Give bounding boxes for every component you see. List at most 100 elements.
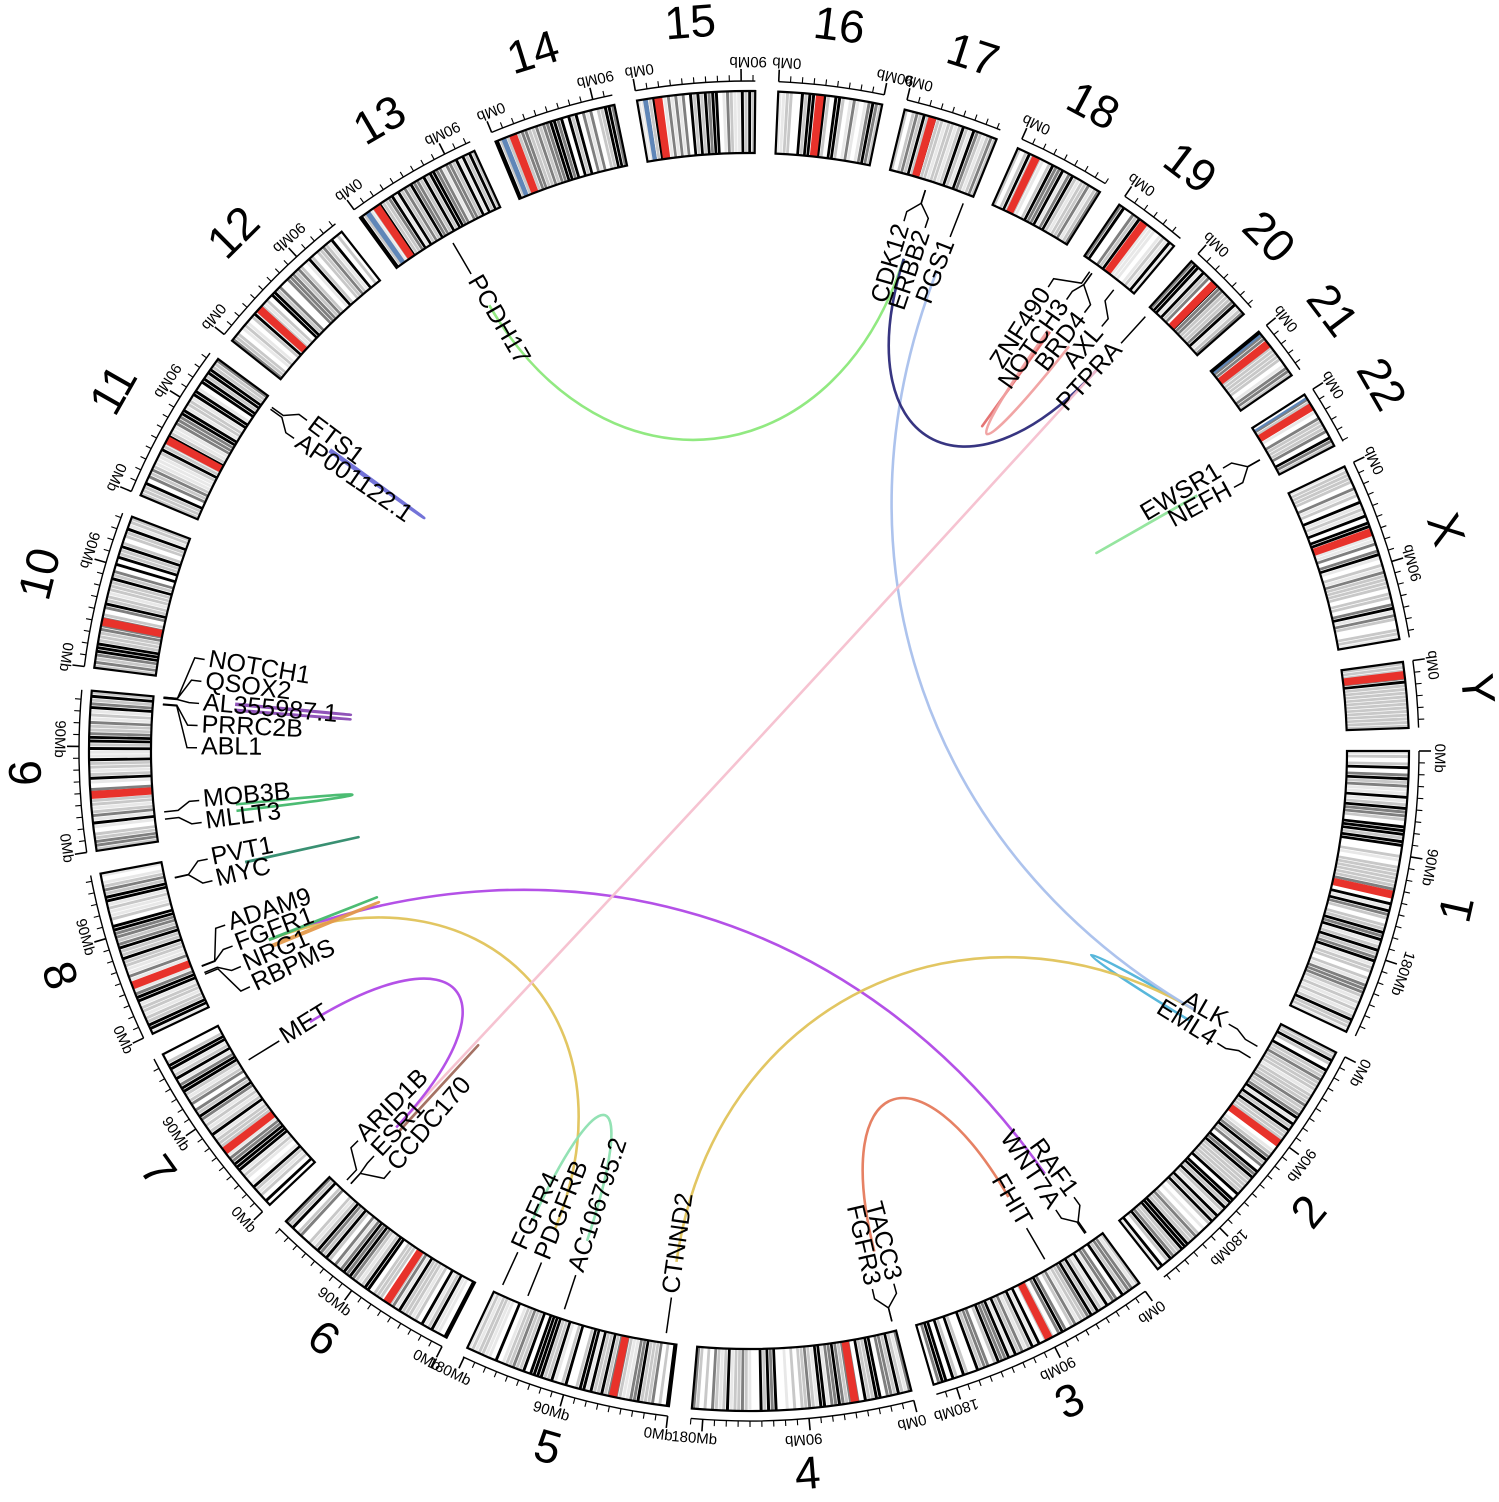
chromosome-band <box>116 921 177 943</box>
chromosome-band <box>998 1293 1028 1351</box>
chromosome-band <box>422 176 456 232</box>
chromosome-14-scale-axis <box>491 94 613 134</box>
chromosome-band <box>154 461 212 492</box>
chromosome-band <box>157 454 215 486</box>
chromosome-band <box>231 1121 282 1163</box>
position-tick <box>996 122 1000 129</box>
position-tick <box>379 184 384 190</box>
position-tick <box>275 1228 281 1234</box>
chromosome-8-outline <box>99 860 211 1036</box>
position-tick <box>579 96 582 103</box>
chromosome-band <box>180 1055 236 1090</box>
chromosome-band <box>1245 1082 1299 1120</box>
position-tick <box>458 1357 465 1369</box>
position-tick <box>1413 833 1420 835</box>
chromosome-label-2: 2 <box>1280 1185 1336 1238</box>
chromosome-band <box>1058 1261 1093 1316</box>
fusion-link <box>984 329 1071 436</box>
chromosome-band <box>768 1348 774 1411</box>
chromosome-band <box>124 944 185 968</box>
chromosome-band <box>1184 1159 1232 1204</box>
chromosome-band <box>640 1340 653 1403</box>
chromosome-band <box>360 215 399 268</box>
position-tick <box>343 1290 353 1301</box>
tick-label: 90Mb <box>729 53 767 70</box>
position-tick <box>1397 582 1404 585</box>
chromosome-band <box>1098 215 1138 268</box>
chromosome-band <box>1191 1151 1239 1196</box>
chromosome-band <box>148 475 206 504</box>
chromosome-band <box>795 1346 804 1409</box>
chromosome-label-17: 17 <box>941 22 1006 87</box>
chromosome-band <box>843 99 857 161</box>
chromosome-band <box>799 93 808 156</box>
chromosome-band <box>703 92 711 155</box>
chromosome-band <box>412 181 447 237</box>
position-tick <box>1394 570 1401 574</box>
chromosome-band <box>387 197 424 251</box>
chromosome-band <box>151 468 209 498</box>
chromosome-band <box>177 1049 233 1084</box>
position-tick <box>890 1405 893 1412</box>
chromosome-band <box>1195 1146 1244 1190</box>
chromosome-band <box>494 1302 522 1362</box>
chromosome-band <box>118 552 179 574</box>
chromosome-band <box>819 1344 830 1407</box>
position-tick <box>1054 1346 1062 1359</box>
position-tick <box>159 1078 165 1083</box>
chromosome-band <box>194 1075 249 1112</box>
chromosome-band <box>1238 372 1292 411</box>
chromosome-band <box>1132 1207 1175 1258</box>
chromosome-band <box>273 291 321 337</box>
position-tick <box>1134 197 1139 204</box>
chromosome-band <box>98 638 160 652</box>
chromosome-band <box>796 93 805 156</box>
chromosome-band <box>1197 1144 1247 1188</box>
position-tick <box>218 1166 225 1172</box>
gene-leader-brd4 <box>1082 272 1093 314</box>
chromosome-band <box>1061 188 1097 243</box>
position-tick <box>522 113 526 120</box>
chromosome-band <box>1330 888 1392 906</box>
position-tick <box>1384 536 1391 540</box>
chromosome-band <box>1342 825 1404 836</box>
chromosome-band <box>91 694 154 703</box>
chromosome-4-scale-axis <box>690 1399 914 1422</box>
chromosome-band <box>89 739 152 744</box>
chromosome-band <box>92 808 155 818</box>
chromosome-band <box>89 767 152 773</box>
chromosome-band <box>162 444 220 477</box>
chromosome-band <box>205 374 258 413</box>
chromosome-band <box>546 1320 569 1381</box>
position-tick <box>777 69 781 82</box>
position-tick <box>843 1414 846 1421</box>
chromosome-band <box>1167 1176 1214 1223</box>
position-tick <box>831 1415 834 1422</box>
chromosome-band <box>1087 206 1126 260</box>
chromosome-band <box>1314 535 1374 559</box>
position-tick <box>94 558 107 564</box>
chromosome-band <box>1261 1056 1317 1092</box>
chromosome-band <box>1142 1199 1186 1248</box>
chromosome-band <box>1299 981 1359 1008</box>
chromosome-band <box>1343 680 1406 690</box>
chromosome-band <box>173 425 229 459</box>
position-tick <box>1367 491 1374 496</box>
chromosome-21-centromere <box>1217 340 1271 385</box>
chromosome-band <box>271 293 318 339</box>
chromosome-band <box>860 102 875 164</box>
position-tick <box>1171 226 1177 232</box>
chromosome-17-outline <box>888 108 999 199</box>
position-tick <box>974 114 978 121</box>
chromosome-band <box>381 201 419 255</box>
chromosome-band <box>433 1276 466 1333</box>
gene-leader-wnt7a <box>1055 1209 1086 1234</box>
chromosome-band <box>1204 1136 1254 1179</box>
chromosome-band <box>89 713 152 720</box>
chromosome-band <box>181 412 236 447</box>
tick-label: 0Mb <box>1423 649 1444 680</box>
position-tick <box>93 915 100 918</box>
gene-leader-ctnnd2 <box>665 1297 673 1334</box>
position-tick <box>135 466 142 471</box>
chromosome-band <box>133 966 193 993</box>
